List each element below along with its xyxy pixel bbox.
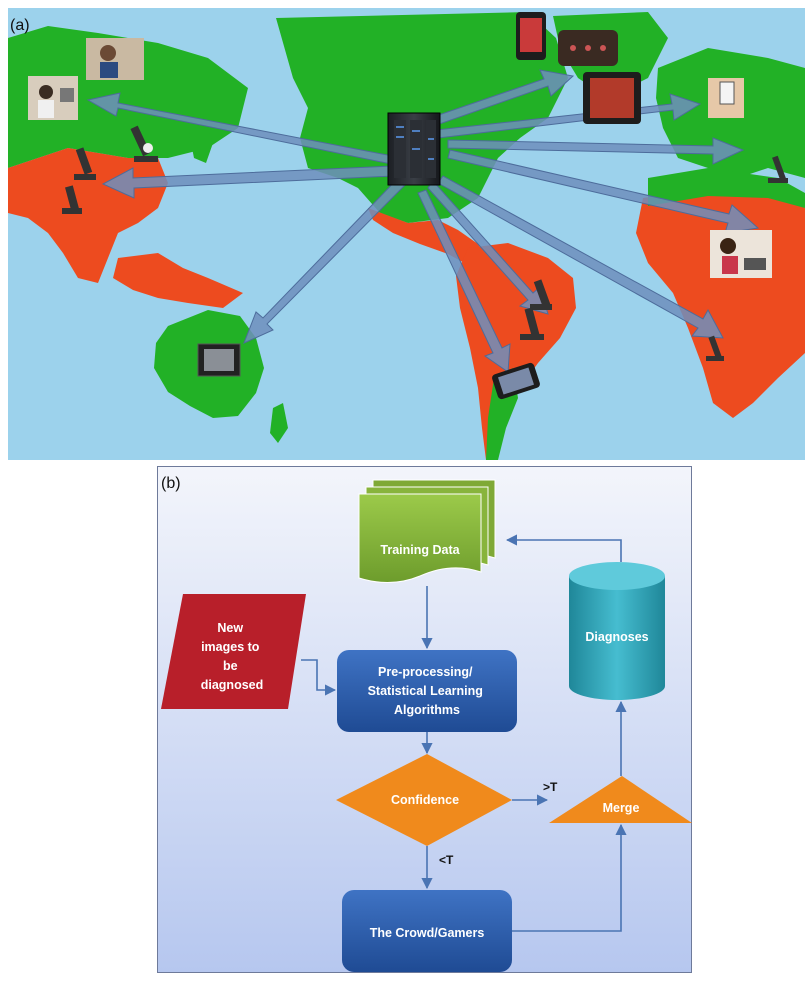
microscope-icon bbox=[530, 279, 552, 310]
confidence-node: Confidence bbox=[336, 754, 512, 846]
phone-in-hand-icon bbox=[708, 78, 744, 118]
merge-label: Merge bbox=[603, 801, 640, 815]
user-photo-icon bbox=[28, 76, 78, 120]
gt-threshold-label: >T bbox=[543, 780, 558, 794]
southeast-asia-islands bbox=[113, 253, 243, 308]
user-photo-icon bbox=[86, 38, 144, 80]
microscope-icon bbox=[520, 307, 544, 340]
crowd-label: The Crowd/Gamers bbox=[370, 926, 485, 940]
new-images-line: be bbox=[223, 659, 238, 673]
crowd-node: The Crowd/Gamers bbox=[342, 890, 512, 972]
phone-icon bbox=[492, 362, 540, 400]
user-photo-icon bbox=[710, 230, 772, 278]
panel-b-label: (b) bbox=[161, 475, 181, 492]
diagnoses-label: Diagnoses bbox=[585, 630, 648, 644]
edge-crowd-to-merge bbox=[512, 823, 627, 932]
microscope-icon bbox=[130, 125, 158, 162]
training-data-label: Training Data bbox=[380, 543, 460, 557]
tablet-icon bbox=[583, 72, 641, 124]
asia-north bbox=[8, 26, 248, 168]
microscope-icon bbox=[706, 335, 724, 361]
edge-diagnoses-to-training bbox=[505, 534, 622, 562]
new-images-line: diagnosed bbox=[201, 678, 264, 692]
tablet-icon bbox=[197, 343, 241, 377]
diagnoses-node: Diagnoses bbox=[569, 562, 665, 700]
training-data-node: Training Data bbox=[358, 479, 496, 583]
lt-threshold-label: <T bbox=[439, 853, 454, 867]
new-images-node: New images to be diagnosed bbox=[161, 594, 306, 709]
new-images-label: New images to be diagnosed bbox=[201, 621, 264, 692]
edge-newimages-to-preprocessing bbox=[301, 659, 337, 696]
arrows bbox=[86, 69, 760, 373]
world-map-panel: (a) bbox=[8, 8, 805, 460]
preprocessing-line: Statistical Learning bbox=[368, 684, 483, 698]
flow-edges bbox=[301, 534, 627, 932]
phone-icon bbox=[516, 12, 546, 60]
north-africa bbox=[648, 168, 805, 208]
new-zealand bbox=[270, 403, 288, 443]
microscope-icon bbox=[768, 155, 788, 183]
microscope-icon bbox=[62, 185, 82, 214]
server-icon bbox=[387, 112, 441, 186]
japan bbox=[188, 118, 213, 163]
new-images-line: New bbox=[217, 621, 243, 635]
flowchart-panel: (b) Training Data Diagnoses New images t… bbox=[157, 466, 692, 973]
merge-node: Merge bbox=[549, 776, 692, 823]
preprocessing-label: Pre-processing/ Statistical Learning Alg… bbox=[368, 665, 487, 717]
microscope-icon bbox=[74, 147, 96, 180]
new-images-line: images to bbox=[201, 640, 260, 654]
panel-a-label: (a) bbox=[10, 17, 30, 34]
preprocessing-line: Pre-processing/ bbox=[378, 665, 473, 679]
game-device-icon bbox=[558, 30, 618, 66]
central-america bbox=[368, 208, 486, 266]
preprocessing-line: Algorithms bbox=[394, 703, 460, 717]
confidence-label: Confidence bbox=[391, 793, 459, 807]
preprocessing-node: Pre-processing/ Statistical Learning Alg… bbox=[337, 650, 517, 732]
